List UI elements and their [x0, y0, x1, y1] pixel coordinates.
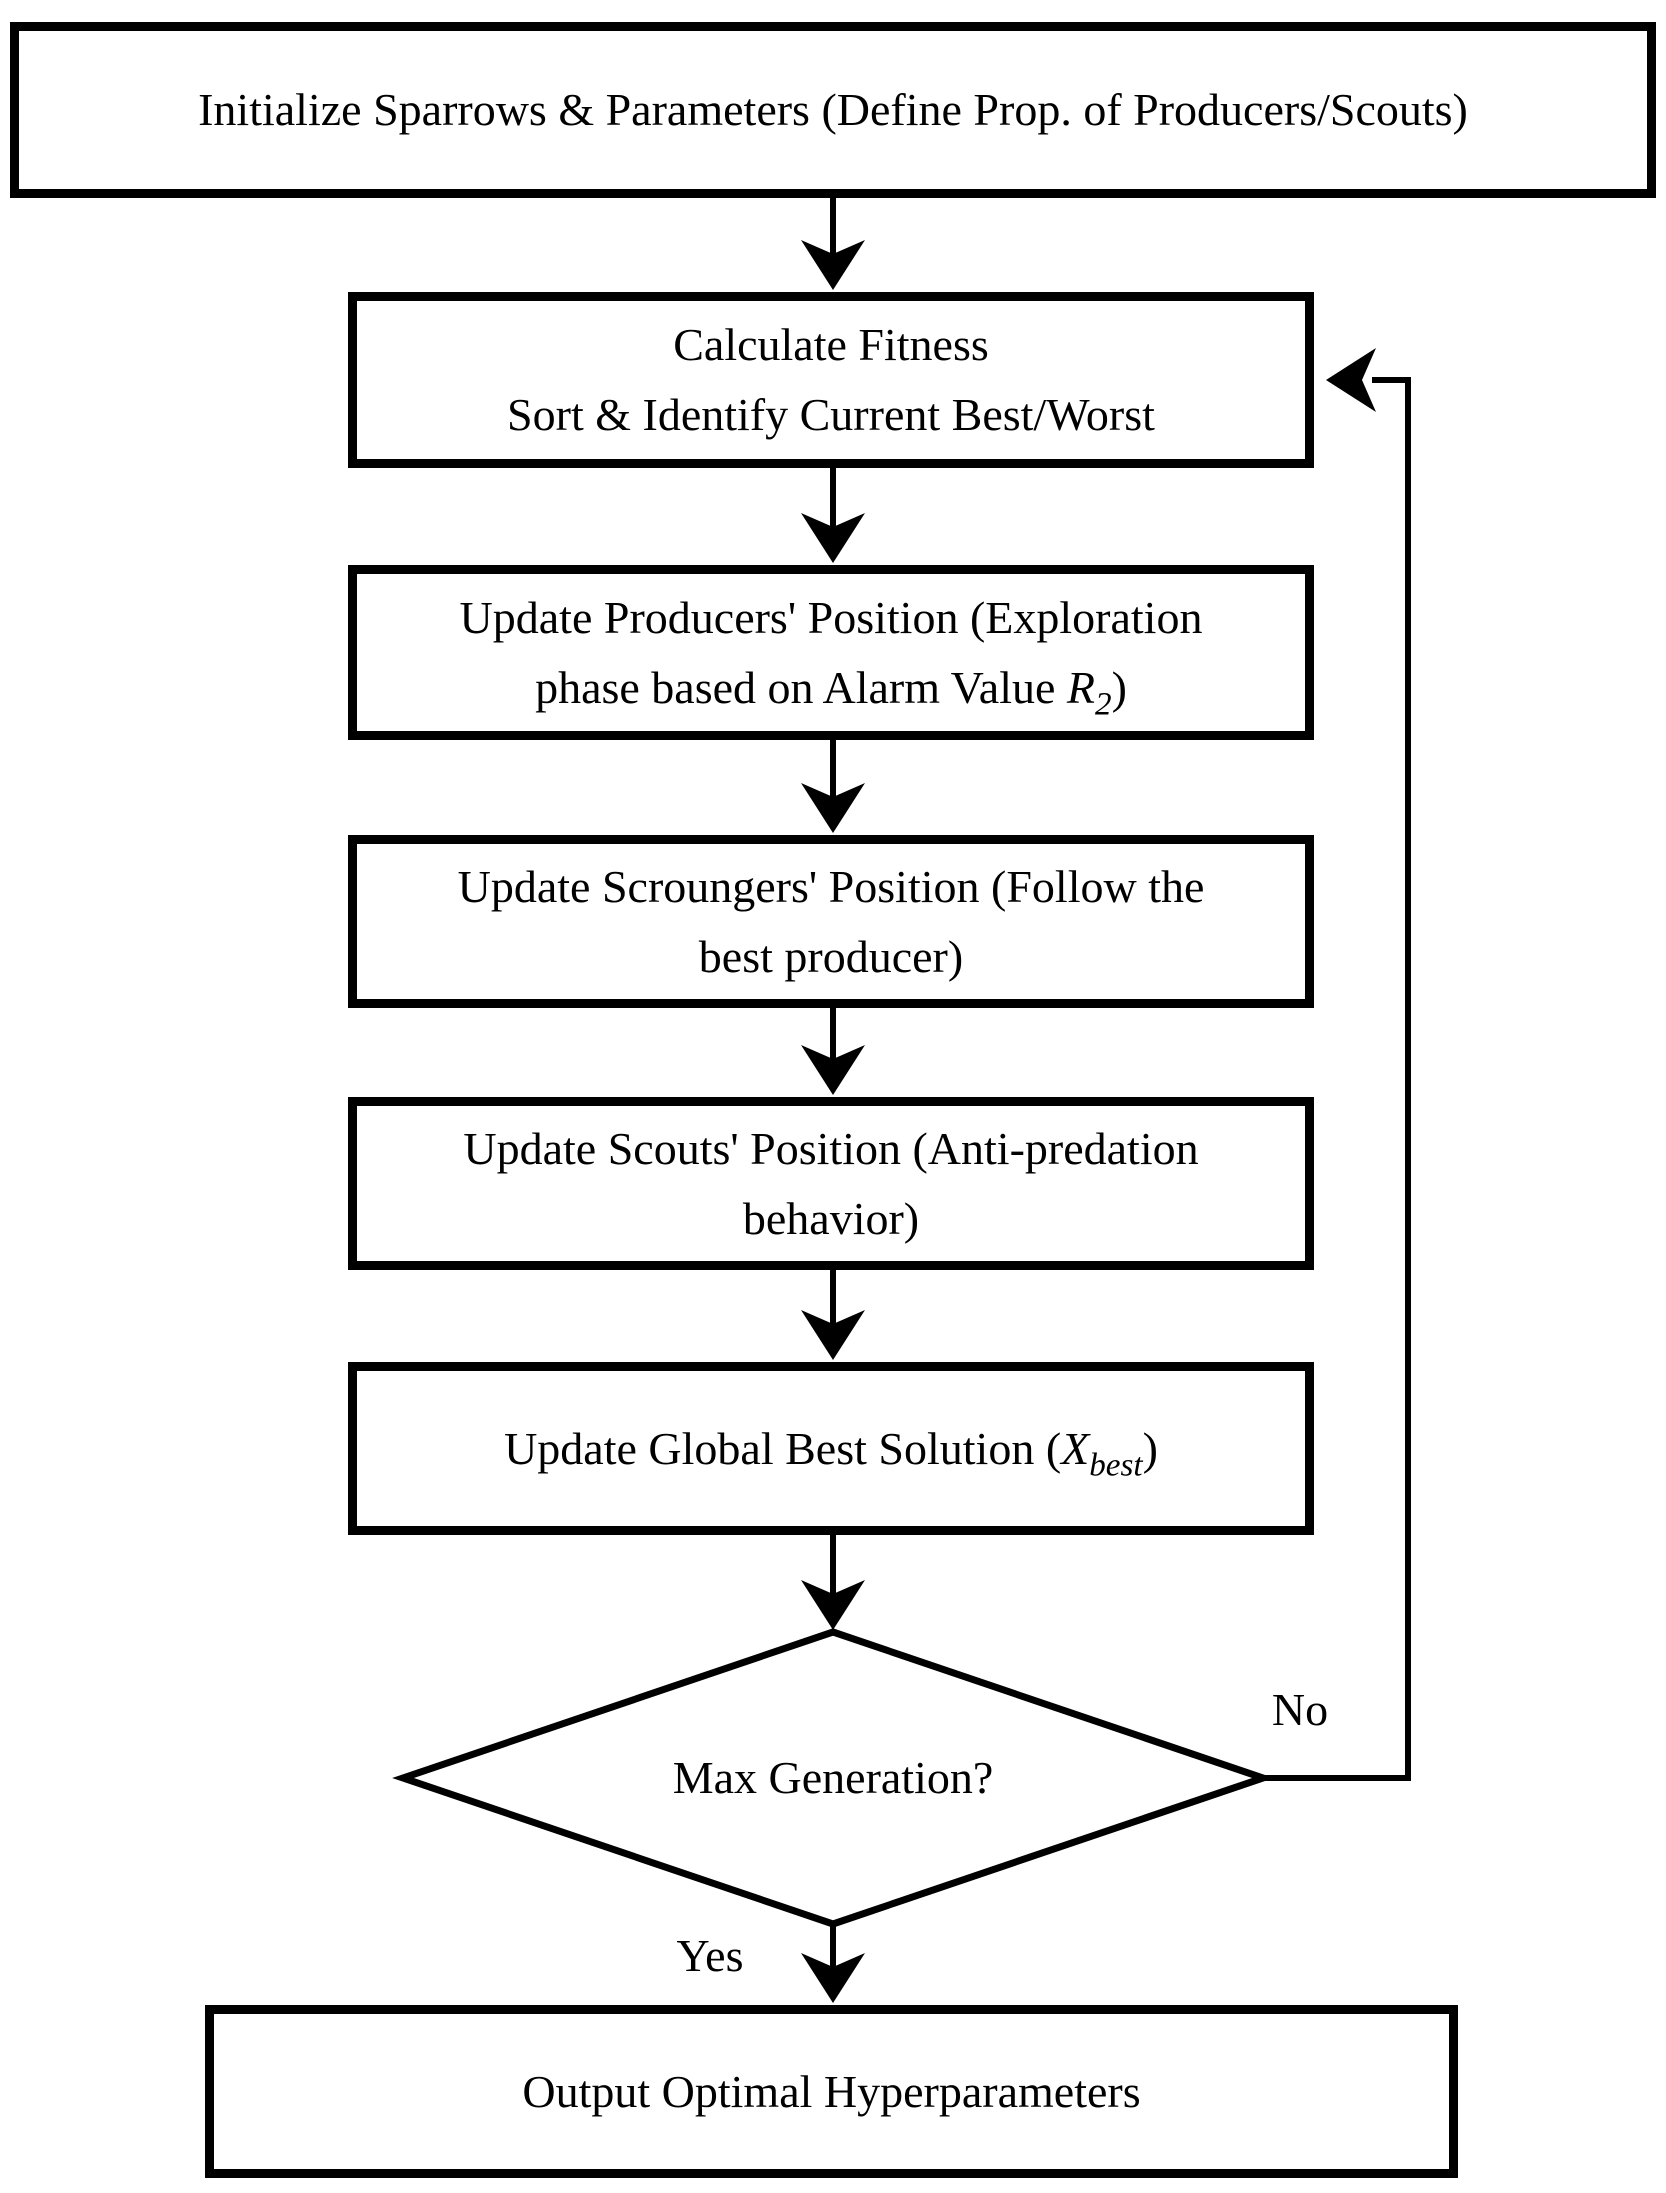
- math-var: X: [1061, 1422, 1090, 1474]
- node-label: Initialize Sparrows & Parameters (Define…: [198, 84, 1468, 135]
- node-output-hyperparameters: Output Optimal Hyperparameters: [205, 2005, 1458, 2178]
- label-text: Update Global Best Solution (: [504, 1422, 1062, 1474]
- node-initialize-sparrows: Initialize Sparrows & Parameters (Define…: [10, 22, 1656, 198]
- node-label-line2: phase based on Alarm Value R2): [535, 653, 1127, 723]
- node-update-global-best: Update Global Best Solution (Xbest): [348, 1362, 1314, 1535]
- node-label-line2: behavior): [742, 1192, 920, 1244]
- branch-label-yes: Yes: [676, 1930, 744, 1981]
- arrowhead-down-icon: [801, 1953, 865, 2003]
- label-text: phase based on Alarm Value: [535, 661, 1067, 713]
- branch-label-no: No: [1271, 1684, 1329, 1735]
- math-subscript: best: [1089, 1446, 1143, 1484]
- arrowhead-left-icon: [1326, 348, 1376, 412]
- math-var: R: [1066, 661, 1096, 713]
- arrowhead-down-icon: [801, 240, 865, 290]
- label-text: ): [1142, 1422, 1158, 1474]
- node-label-line1: Update Scroungers' Position (Follow the: [457, 860, 1205, 912]
- node-label-line1: Calculate Fitness: [673, 319, 989, 370]
- node-label-line2: Sort & Identify Current Best/Worst: [507, 389, 1155, 440]
- node-update-scroungers: Update Scroungers' Position (Follow the …: [348, 835, 1314, 1008]
- math-subscript: 2: [1095, 685, 1112, 723]
- node-label-line1: Update Producers' Position (Exploration: [459, 591, 1203, 643]
- node-label-line1: Update Scouts' Position (Anti-predation: [463, 1122, 1199, 1174]
- arrow-scouts-to-globalbest: [801, 1270, 865, 1360]
- arrow-init-to-fitness: [801, 198, 865, 290]
- arrow-producers-to-scroungers: [801, 740, 865, 833]
- arrowhead-down-icon: [801, 783, 865, 833]
- decision-label: Max Generation?: [672, 1752, 994, 1803]
- arrow-fitness-to-producers: [801, 468, 865, 563]
- node-label: Output Optimal Hyperparameters: [522, 2065, 1141, 2117]
- node-calculate-fitness: Calculate Fitness Sort & Identify Curren…: [348, 292, 1314, 468]
- arrow-decision-to-output: [801, 1924, 865, 2003]
- arrow-globalbest-to-decision: [801, 1535, 865, 1630]
- node-update-producers: Update Producers' Position (Exploration …: [348, 565, 1314, 740]
- arrowhead-down-icon: [801, 1310, 865, 1360]
- arrow-scroungers-to-scouts: [801, 1008, 865, 1095]
- arrowhead-down-icon: [801, 513, 865, 563]
- node-label-line2: best producer): [698, 930, 964, 982]
- node-update-scouts: Update Scouts' Position (Anti-predation …: [348, 1097, 1314, 1270]
- node-label: Update Global Best Solution (Xbest): [504, 1414, 1158, 1484]
- arrowhead-down-icon: [801, 1045, 865, 1095]
- label-text: ): [1111, 661, 1127, 713]
- edge-no-loop: [1263, 348, 1411, 1781]
- arrowhead-down-icon: [801, 1580, 865, 1630]
